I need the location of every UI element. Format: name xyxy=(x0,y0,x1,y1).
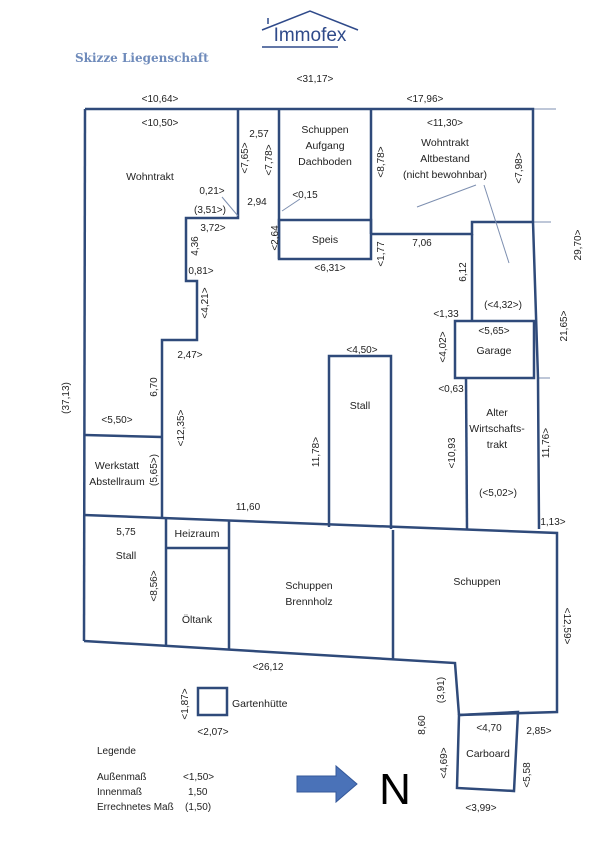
dimension-label: <1,33 xyxy=(433,309,459,320)
room-label: Werkstatt xyxy=(95,460,139,472)
room-label: Brennholz xyxy=(285,596,332,608)
dimension-label: <11,30> xyxy=(427,118,463,129)
room-label: Wirtschafts- xyxy=(469,423,525,435)
dimension-label: <4,21> xyxy=(200,287,211,318)
dimension-label: 4,36 xyxy=(190,236,201,256)
dimension-label: 11,78> xyxy=(311,437,322,467)
legend-label: Innenmaß xyxy=(97,787,142,798)
dimension-label: <2,64 xyxy=(270,225,281,251)
room-label: Garage xyxy=(476,345,511,357)
legend-label: Außenmaß xyxy=(97,772,146,783)
dimension-label: <4,50> xyxy=(346,345,377,356)
room-label: Schuppen xyxy=(301,124,348,136)
dimension-label: 5,75 xyxy=(116,527,136,538)
dimension-labels: <31,17> <10,64> <17,96> <10,50> 2,57 <11… xyxy=(61,74,584,814)
north-indicator: N xyxy=(296,764,411,814)
dimension-label: 21,65> xyxy=(559,310,570,341)
dimension-label: (<5,02>) xyxy=(479,488,517,499)
dimension-label: 8,60 xyxy=(417,715,428,735)
dimension-label: 2,47> xyxy=(177,350,202,361)
dimension-label: <31,17> xyxy=(297,74,334,85)
dimension-label: 29,70> xyxy=(573,229,584,260)
dimension-label: 11,76> xyxy=(541,428,552,458)
arrow-right-icon xyxy=(296,764,358,804)
room-label: Speis xyxy=(312,234,338,246)
dimension-label: <1,87> xyxy=(180,688,191,719)
legend-label: Errechnetes Maß xyxy=(97,802,174,813)
dimension-label: (37,13) xyxy=(61,382,72,414)
dimension-label: 3,72> xyxy=(200,223,225,234)
legend-example: (1,50) xyxy=(185,802,211,813)
room-label: Alter xyxy=(486,407,508,419)
logo-text: Immofex xyxy=(274,25,347,46)
dimension-label: (5,65>) xyxy=(149,454,160,486)
room-label: Schuppen xyxy=(285,580,332,592)
room-label: Altbestand xyxy=(420,153,470,165)
room-label: Abstellraum xyxy=(89,476,145,488)
room-label: Heizraum xyxy=(175,528,220,540)
dimension-label: <5,58 xyxy=(522,762,533,788)
room-label: Schuppen xyxy=(453,576,500,588)
dimension-label: <5,65> xyxy=(478,326,509,337)
room-label: trakt xyxy=(487,439,508,451)
dimension-label: <12,59> xyxy=(561,608,572,645)
dimension-label: <8,56> xyxy=(149,570,160,601)
dimension-label: <1,77 xyxy=(376,241,387,267)
dimension-label: 6,12 xyxy=(458,262,469,282)
dimension-label: <7,65> xyxy=(240,142,251,173)
dimension-label: <0,15 xyxy=(292,190,318,201)
dimension-label: 7,06 xyxy=(412,238,432,249)
dimension-label: <26,12 xyxy=(253,662,284,673)
gartenhuette-shape xyxy=(196,686,229,717)
dimension-label: <0,63 xyxy=(438,384,464,395)
dimension-label: <4,70 xyxy=(476,723,502,734)
dimension-label: 2,57 xyxy=(249,129,269,140)
north-label: N xyxy=(379,765,411,814)
dimension-label: <3,99> xyxy=(465,803,496,814)
dimension-label: <4,02> xyxy=(438,331,449,362)
dimension-label: <8,78> xyxy=(376,146,387,177)
dimension-label: <10,50> xyxy=(142,118,179,129)
room-label: Carboard xyxy=(466,748,510,760)
immofex-logo: Immofex xyxy=(261,10,359,48)
dimension-label: 0,81> xyxy=(188,266,213,277)
room-label: Wohntrakt xyxy=(421,137,469,149)
room-label: Stall xyxy=(350,400,370,412)
room-label: Dachboden xyxy=(298,156,352,168)
dimension-label: 1,13> xyxy=(540,517,565,528)
roof-icon xyxy=(261,10,359,31)
page-title: Skizze Liegenschaft xyxy=(75,51,209,65)
dimension-label: <7,98> xyxy=(514,152,525,183)
dimension-label: <10,64> xyxy=(142,94,179,105)
building-walls xyxy=(82,107,559,793)
dimension-label: (<4,32>) xyxy=(484,300,522,311)
legend-example: 1,50 xyxy=(188,787,208,798)
dimension-label: (3,51>) xyxy=(194,205,226,216)
dimension-label: <5,50> xyxy=(101,415,132,426)
dimension-label: <12,35> xyxy=(176,409,187,446)
dimension-label: <17,96> xyxy=(407,94,444,105)
dimension-label: 11,60 xyxy=(236,502,261,513)
dimension-label: <10,93 xyxy=(447,437,458,468)
legend-example: <1,50> xyxy=(183,772,214,783)
legend-title: Legende xyxy=(97,746,136,757)
dimension-label: 2,94 xyxy=(247,197,267,208)
dimension-label: 2,85> xyxy=(526,726,551,737)
dimension-label: (3,91) xyxy=(436,677,447,703)
dimension-label: <7,78> xyxy=(264,144,275,175)
dimension-label: <4,69> xyxy=(439,747,450,778)
room-label: Stall xyxy=(116,550,136,562)
room-label: (nicht bewohnbar) xyxy=(403,169,487,181)
room-label: Wohntrakt xyxy=(126,171,174,183)
dimension-label: <2,07> xyxy=(197,727,228,738)
legend: Legende Außenmaß <1,50> Innenmaß 1,50 Er… xyxy=(97,746,214,813)
room-labels: Wohntrakt Schuppen Aufgang Dachboden Woh… xyxy=(89,124,525,760)
dimension-label: 6,70 xyxy=(149,377,160,397)
room-label: Öltank xyxy=(182,614,213,626)
dimension-label: <6,31> xyxy=(314,263,345,274)
dimension-label: 0,21> xyxy=(199,186,224,197)
room-label: Aufgang xyxy=(305,140,344,152)
room-label: Gartenhütte xyxy=(232,698,288,710)
